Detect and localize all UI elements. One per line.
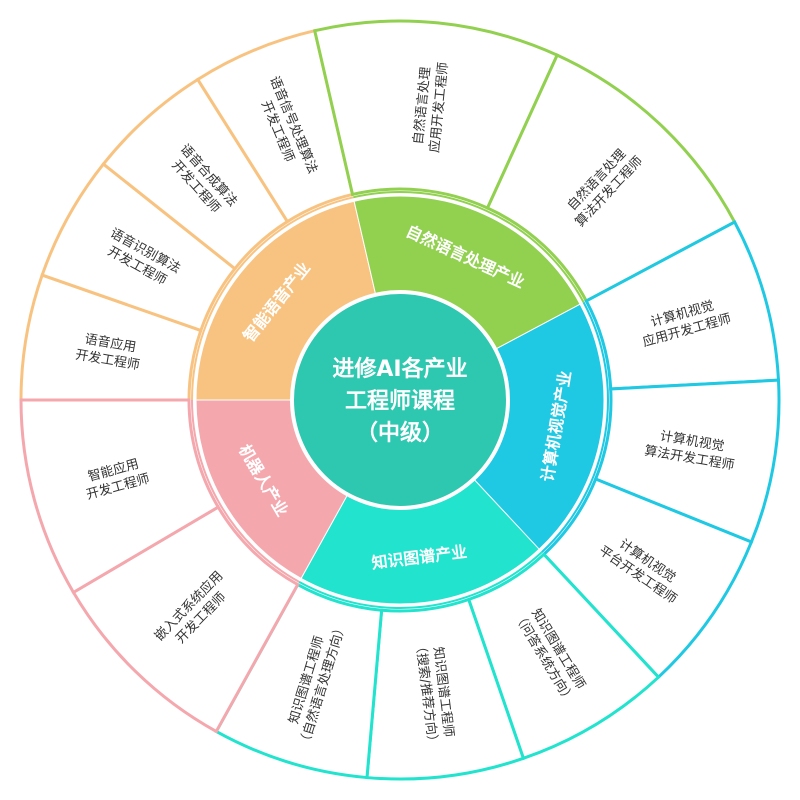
job-label-line: 自然语言处理 [410,66,434,145]
job-segment: 计算机视觉平台开发工程师 [541,477,754,680]
job-segment: 智能应用开发工程师 [19,398,221,595]
center-title-line-2: 工程师课程 [345,388,455,414]
center-hub: 进修AI各产业 工程师课程 （中级） [290,290,510,510]
industry-segment: 智能语音产业 [195,200,377,401]
center-title-line-1: 进修AI各产业 [332,356,467,382]
job-segment: 自然语言处理算法开发工程师 [485,53,737,303]
center-circle [290,290,510,510]
job-segment: 知识图谱工程师（自然语言处理方向） [214,582,384,780]
job-segment: 知识图谱工程师（问答系统方向） [466,552,661,761]
job-segment-shape [19,398,221,595]
job-segment: 语音信号处理算法开发工程师 [195,28,355,224]
job-ring: 语音应用开发工程师语音识别算法开发工程师语音合成算法开发工程师语音信号处理算法开… [19,19,781,781]
center-title-line-3: （中级） [356,420,444,446]
industry-arc-outline [191,400,300,583]
job-segment: 语音应用开发工程师 [19,273,203,402]
industry-arc-outline [191,196,354,400]
industry-segment: 机器人产业 [195,399,350,580]
job-segment: 自然语言处理应用开发工程师 [312,19,560,210]
job-segment: 计算机视觉算法开发工程师 [593,378,781,544]
industry-segment: 计算机视觉产业 [471,303,605,550]
